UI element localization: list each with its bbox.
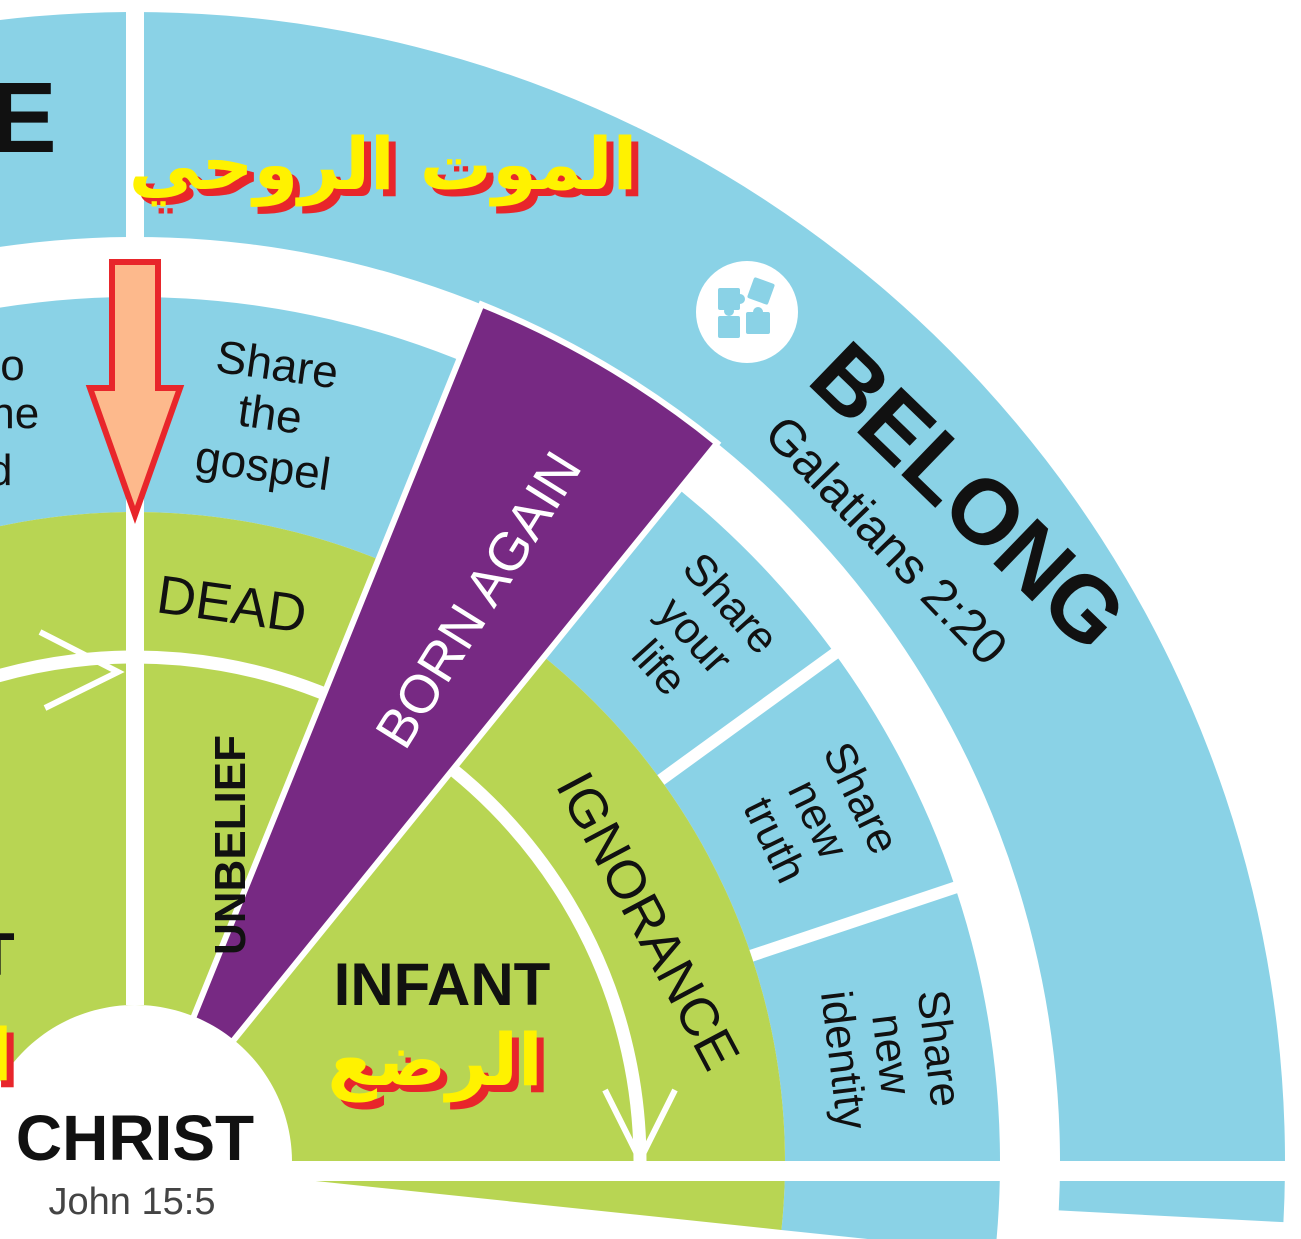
arc-arrowhead-icon [602, 1088, 678, 1167]
svg-text:the: the [235, 383, 306, 443]
down-arrow-icon [85, 259, 185, 524]
arabic-spiritual-death-annotation: الموت الروحي [129, 122, 638, 207]
arabic-left-partial-annotation: ا [0, 1013, 13, 1097]
middle-left-partial-text: to the d [0, 341, 39, 495]
center-title: CHRIST [16, 1102, 254, 1174]
horizontal-divider [135, 1161, 1301, 1181]
svg-text:d: d [0, 446, 12, 495]
section-divider [749, 880, 961, 962]
svg-text:to: to [0, 341, 25, 390]
center-scripture-ref: John 15:5 [49, 1181, 216, 1223]
svg-text:the: the [0, 389, 39, 438]
unbelief-label: UNBELIEF [206, 735, 255, 955]
outer-left-partial-label: E [0, 62, 57, 174]
puzzle-badge [696, 261, 798, 363]
svg-text:new: new [862, 1011, 920, 1097]
section-divider [657, 646, 841, 785]
inner-left-partial-label: T [0, 921, 15, 988]
puzzle-icon [718, 277, 775, 338]
center-circle [0, 1005, 292, 1239]
infant-label: INFANT [334, 951, 551, 1018]
arabic-infants-annotation: الرضع [327, 1018, 542, 1103]
arc-arrowhead-icon [38, 629, 125, 711]
